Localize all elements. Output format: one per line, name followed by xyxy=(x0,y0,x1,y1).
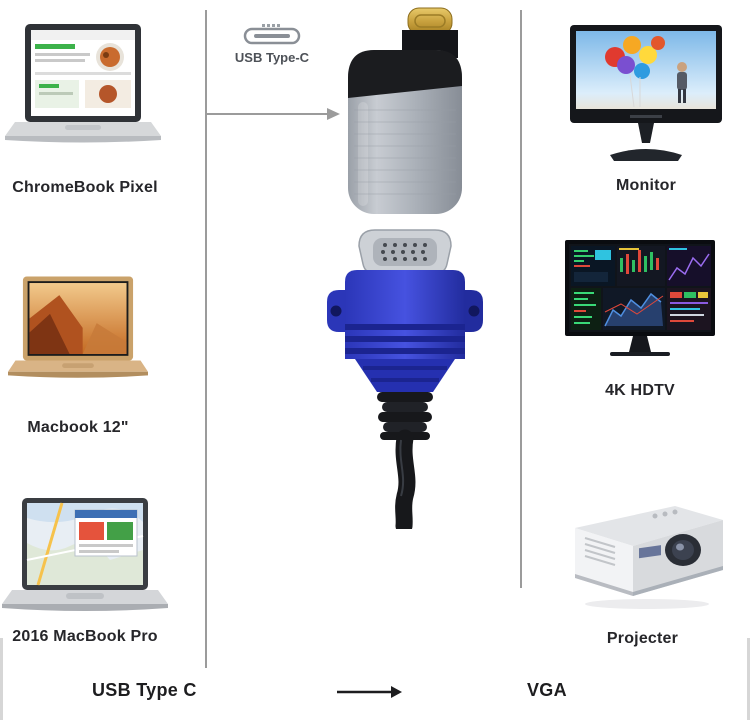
macbook-pro-image xyxy=(2,498,168,611)
label-macbook-pro-2016: 2016 MacBook Pro xyxy=(12,628,158,645)
hdtv-image xyxy=(565,240,715,356)
vga-connector-image xyxy=(327,229,483,529)
usb-c-port-label: USB Type-C xyxy=(234,50,310,65)
usb-c-adapter-image xyxy=(348,7,462,214)
label-4k-hdtv: 4K HDTV xyxy=(605,382,675,399)
footer-arrow-icon xyxy=(337,686,402,698)
usb-c-port-block: USB Type-C xyxy=(234,24,310,65)
monitor-image xyxy=(570,25,722,161)
device-macbook-pro-2016: 2016 MacBook Pro xyxy=(0,498,170,646)
device-monitor: Monitor xyxy=(570,25,722,195)
page-edge-right xyxy=(747,638,750,720)
macbook-12-image xyxy=(8,276,148,378)
label-macbook-12: Macbook 12" xyxy=(27,419,129,436)
label-projector: Projecter xyxy=(606,630,679,647)
chromebook-pixel-image xyxy=(5,24,161,143)
device-4k-hdtv: 4K HDTV xyxy=(565,240,715,400)
device-projector: Projecter xyxy=(555,500,730,648)
label-monitor: Monitor xyxy=(615,177,677,194)
label-chromebook-pixel: ChromeBook Pixel xyxy=(12,179,158,196)
projector-image xyxy=(575,506,723,609)
footer-vga-label: VGA xyxy=(527,680,567,700)
usb-c-port-icon xyxy=(243,24,301,45)
page-edge-left xyxy=(0,638,3,720)
device-chromebook-pixel: ChromeBook Pixel xyxy=(5,22,165,197)
device-macbook-12: Macbook 12" xyxy=(8,272,148,437)
footer-usb-type-c-label: USB Type C xyxy=(92,680,197,700)
